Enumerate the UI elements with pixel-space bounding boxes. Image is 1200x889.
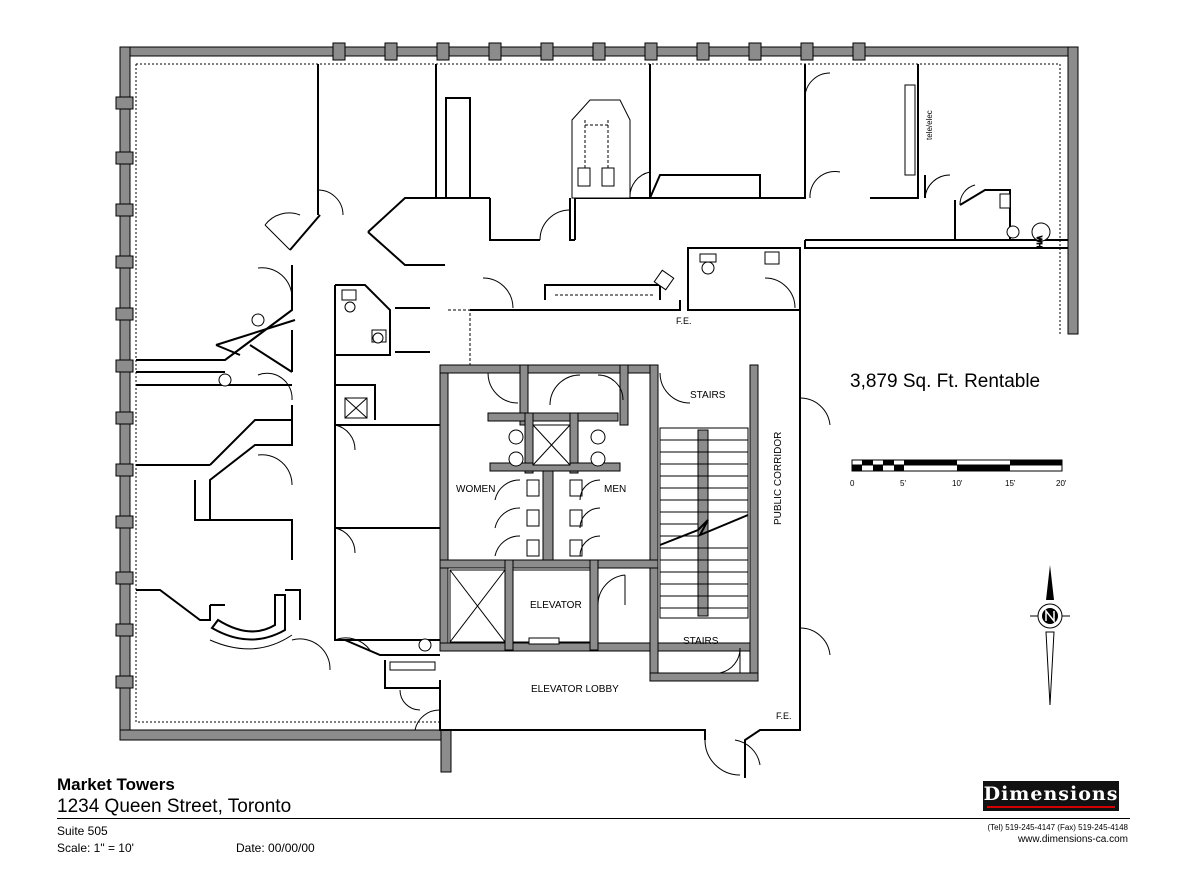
tele-elec-label: tele/elec xyxy=(925,110,934,140)
scale-text: Scale: 1" = 10' xyxy=(57,841,134,855)
building-name: Market Towers xyxy=(57,775,175,794)
scale-tick-5: 5' xyxy=(900,479,906,488)
exterior-walls xyxy=(115,42,1079,773)
elevator-shafts xyxy=(449,569,626,645)
room-labels: STAIRS STAIRS WOMEN MEN ELEVATOR ELEVATO… xyxy=(456,110,934,721)
doors xyxy=(264,72,976,309)
fire-extinguisher-top-label: F.E. xyxy=(676,316,692,326)
footer-divider xyxy=(57,818,1130,819)
building-address: 1234 Queen Street, Toronto xyxy=(57,796,292,817)
stairs-bottom-label: STAIRS xyxy=(683,636,719,647)
scale-tick-10: 10' xyxy=(952,479,963,488)
fire-extinguisher-bottom-label: F.E. xyxy=(776,711,792,721)
restroom-fixtures xyxy=(487,372,691,557)
west-offices xyxy=(136,265,301,650)
rentable-area: 3,879 Sq. Ft. Rentable xyxy=(850,371,1041,392)
scale-tick-15: 15' xyxy=(1005,479,1016,488)
contact-phone: (Tel) 519-245-4147 (Fax) 519-245-4148 xyxy=(987,823,1128,832)
women-label: WOMEN xyxy=(456,484,495,495)
north-arrow-icon xyxy=(1030,565,1070,706)
elevator-label: ELEVATOR xyxy=(530,600,582,611)
north-offices: WH xyxy=(289,64,1068,266)
contact-website[interactable]: www.dimensions-ca.com xyxy=(1017,834,1128,845)
stairs xyxy=(659,427,749,674)
scale-bar: 0 5' 10' 15' 20' xyxy=(850,459,1067,488)
logo-accent-bar xyxy=(987,806,1115,808)
scale-tick-0: 0 xyxy=(850,479,855,488)
scale-tick-20: 20' xyxy=(1056,479,1067,488)
public-corridor-label: PUBLIC CORRIDOR xyxy=(773,432,784,525)
men-label: MEN xyxy=(604,484,626,495)
stairs-top-label: STAIRS xyxy=(690,390,726,401)
water-heater-label: WH xyxy=(1035,236,1042,248)
elevator-lobby-label: ELEVATOR LOBBY xyxy=(531,684,619,695)
corridor-walls xyxy=(344,247,831,778)
suite-number: Suite 505 xyxy=(57,824,108,838)
core-walls xyxy=(439,364,759,682)
date-text: Date: 00/00/00 xyxy=(236,841,315,855)
